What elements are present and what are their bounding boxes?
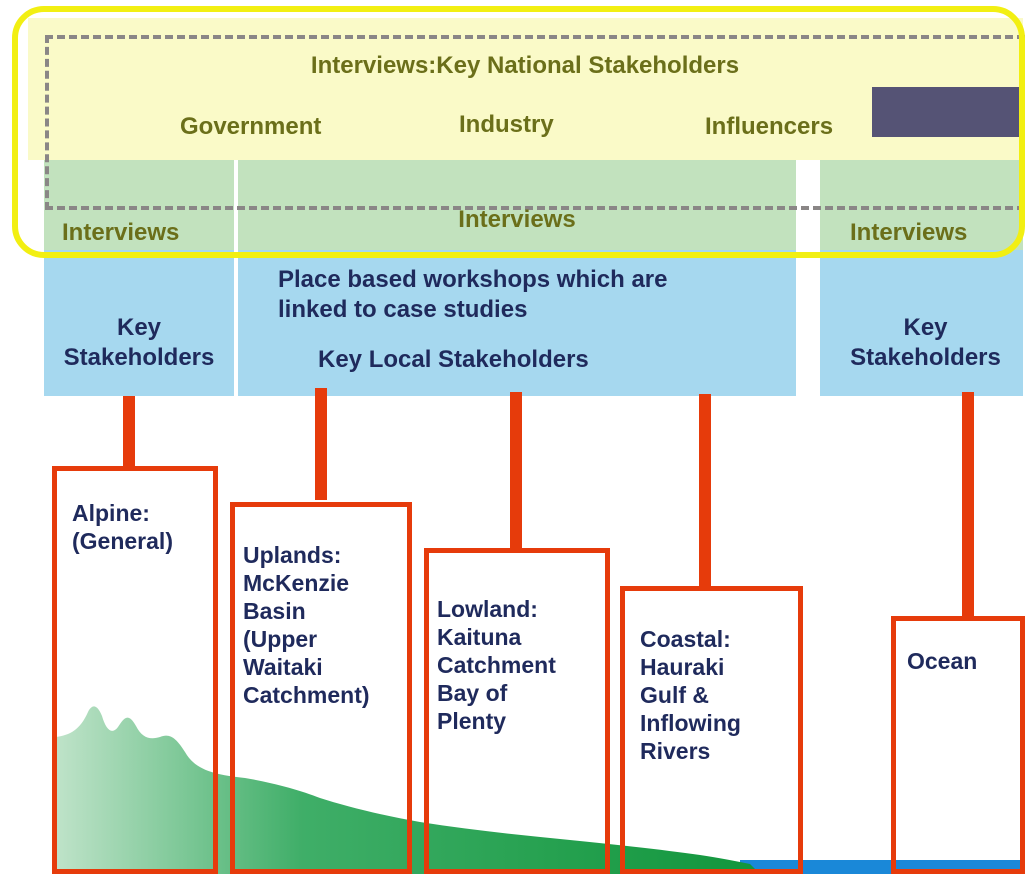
interview-band-middle: [238, 160, 796, 250]
interviews-label-left: Interviews: [62, 219, 180, 246]
zone-coastal-line: Gulf &: [640, 682, 709, 708]
connector-lowland: [510, 392, 522, 550]
connector-ocean: [962, 392, 974, 618]
zone-lowland: Lowland: Kaituna Catchment Bay of Plenty: [424, 548, 610, 874]
zone-alpine: Alpine: (General): [52, 466, 218, 874]
dark-rectangle: [872, 87, 1025, 137]
zone-uplands-line: Catchment): [243, 682, 370, 708]
zone-lowland-line: Plenty: [437, 708, 507, 734]
stakeholder-band-middle: [238, 250, 796, 396]
national-title: Interviews:Key National Stakeholders: [310, 52, 740, 79]
key-stakeholders-right-line2: Stakeholders: [850, 344, 1001, 371]
national-dashed-boundary: [45, 35, 1025, 210]
zone-coastal: Coastal: Hauraki Gulf & Inflowing Rivers: [620, 586, 803, 874]
zone-coastal-line: Rivers: [640, 738, 711, 764]
zone-coastal-line: Coastal:: [640, 626, 731, 652]
zone-uplands: Uplands: McKenzie Basin (Upper Waitaki C…: [230, 502, 412, 874]
group-government: Government: [180, 113, 322, 140]
zone-alpine-line: Alpine:: [72, 500, 150, 526]
zone-uplands-line: Waitaki: [243, 654, 323, 680]
connector-alpine: [123, 396, 135, 468]
zone-ocean: Ocean: [891, 616, 1025, 874]
group-industry: Industry: [459, 111, 554, 138]
interviews-label-middle: Interviews: [458, 206, 576, 233]
national-band: [28, 18, 1023, 160]
national-highlight-outline: [12, 6, 1025, 258]
workshops-text-line2: linked to case studies: [278, 296, 528, 323]
key-stakeholders-left-line1: Key: [116, 314, 162, 341]
zone-lowland-line: Lowland:: [437, 596, 538, 622]
zone-uplands-line: Uplands:: [243, 542, 342, 568]
key-stakeholders-left-line2: Stakeholders: [63, 344, 215, 371]
zone-lowland-line: Kaituna: [437, 624, 522, 650]
key-local-stakeholders: Key Local Stakeholders: [318, 346, 589, 373]
zone-ocean-line: Ocean: [907, 648, 978, 674]
zone-uplands-line: (Upper: [243, 626, 318, 652]
workshops-text-line1: Place based workshops which are: [278, 266, 668, 293]
interview-band-left: [44, 160, 234, 250]
workshops-text: Place based workshops which are linked t…: [278, 265, 667, 325]
zone-lowland-line: Bay of: [437, 680, 508, 706]
zone-coastal-line: Hauraki: [640, 654, 725, 680]
connector-coastal: [699, 394, 711, 588]
key-stakeholders-left: Key Stakeholders: [44, 313, 234, 373]
stakeholder-band-left: [44, 250, 234, 396]
interviews-label-right: Interviews: [850, 219, 968, 246]
stakeholder-band-right: [820, 250, 1023, 396]
zone-uplands-line: McKenzie: [243, 570, 350, 596]
zone-uplands-line: Basin: [243, 598, 306, 624]
interview-band-right: [820, 160, 1023, 250]
group-influencers: Influencers: [705, 113, 834, 140]
connector-uplands: [315, 388, 327, 500]
zone-coastal-line: Inflowing: [640, 710, 741, 736]
zone-alpine-line: (General): [72, 528, 173, 554]
key-stakeholders-right: Key Stakeholders: [828, 313, 1023, 373]
key-stakeholders-right-line1: Key: [903, 314, 948, 341]
zone-lowland-line: Catchment: [437, 652, 556, 678]
